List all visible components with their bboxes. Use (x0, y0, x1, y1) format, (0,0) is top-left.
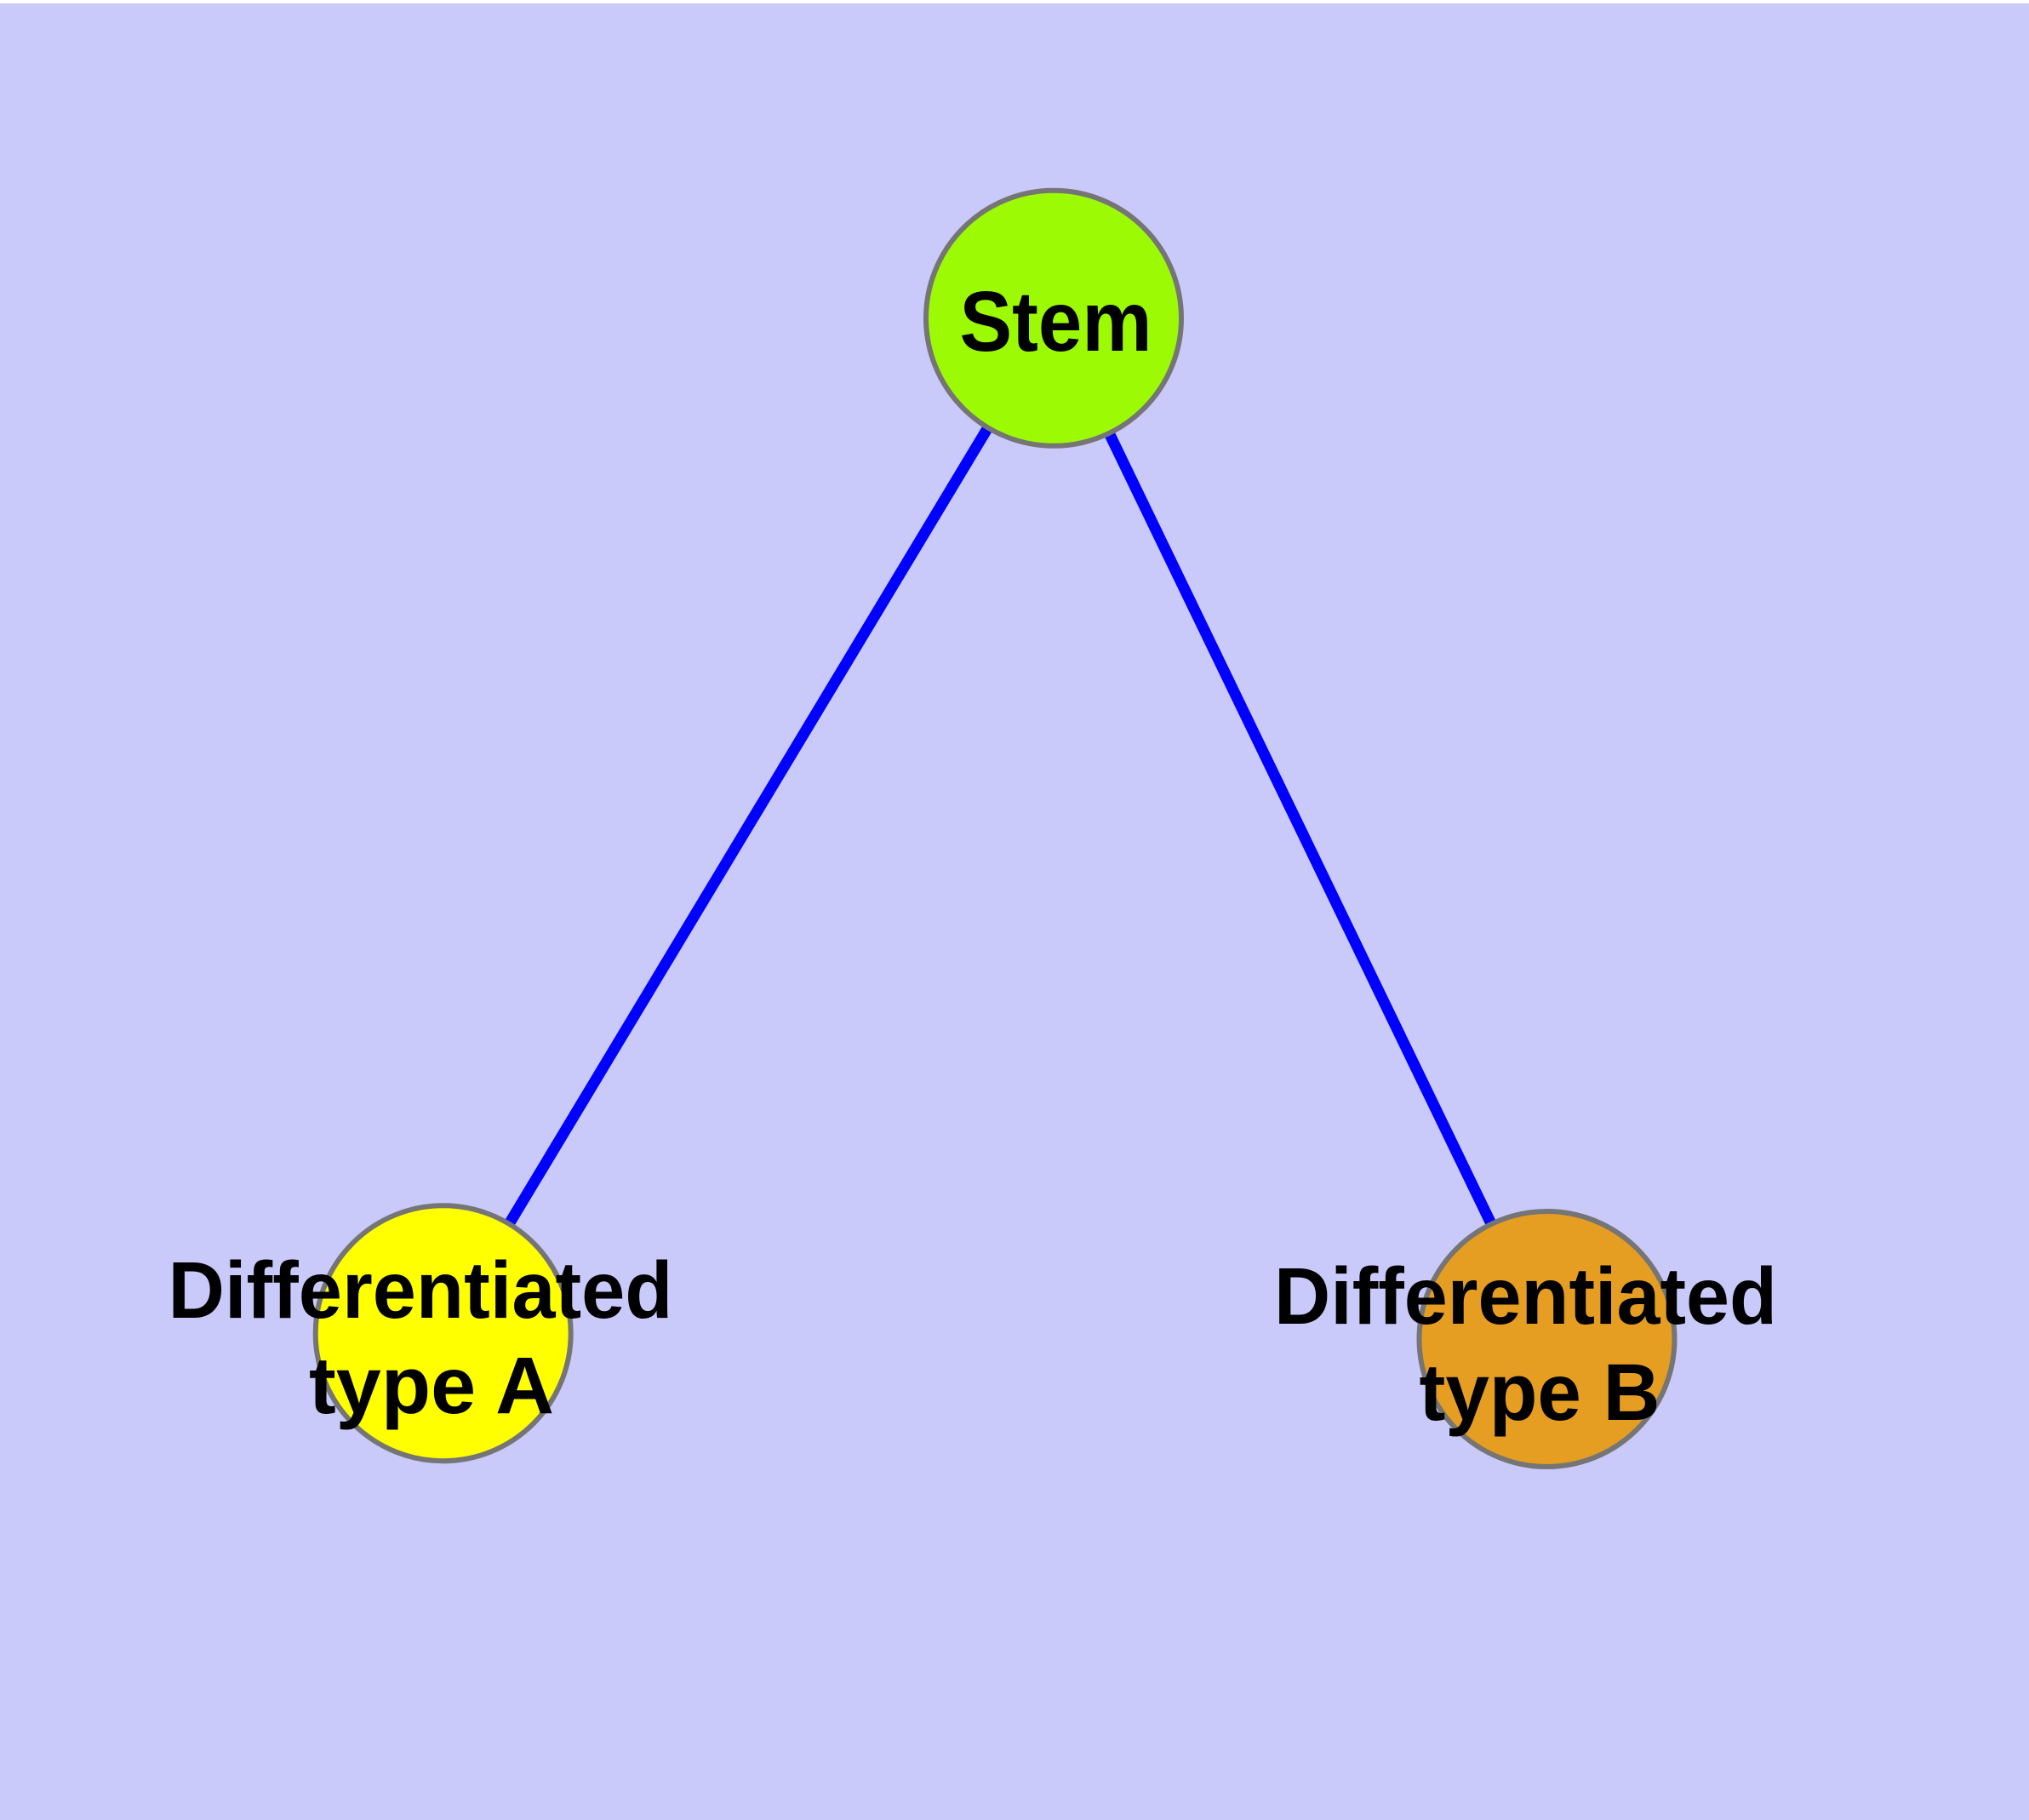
svg-text:Differentiated: Differentiated (169, 1245, 673, 1336)
svg-text:Differentiated: Differentiated (1274, 1251, 1777, 1342)
svg-text:Stem: Stem (960, 274, 1152, 369)
svg-text:type B: type B (1420, 1348, 1660, 1438)
svg-text:type A: type A (309, 1341, 554, 1431)
